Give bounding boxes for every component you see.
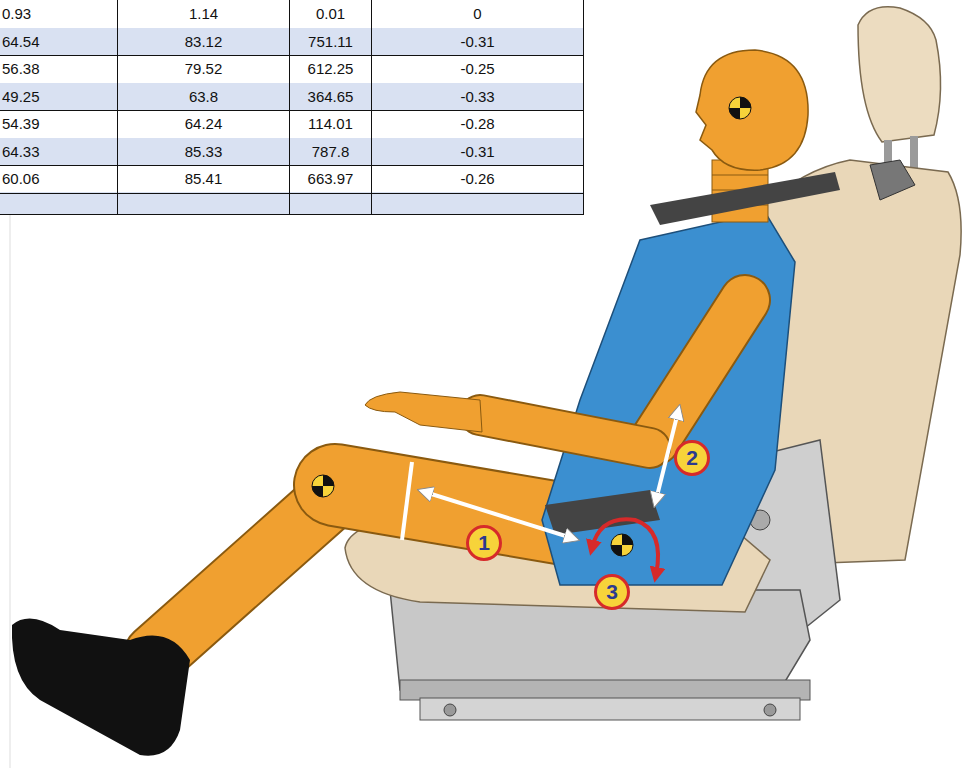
table-cell: 60.06 bbox=[0, 165, 118, 194]
table-value: -0.25 bbox=[460, 60, 494, 77]
table-cell bbox=[118, 192, 290, 215]
leg-outline bbox=[155, 495, 335, 655]
torso bbox=[542, 212, 795, 585]
table-value: 85.33 bbox=[185, 143, 223, 160]
table-value: 751.11 bbox=[308, 33, 353, 50]
table-value: -0.31 bbox=[460, 33, 494, 50]
forearm bbox=[480, 415, 650, 448]
measure-arrow bbox=[425, 492, 572, 538]
table-cell: -0.25 bbox=[372, 55, 584, 84]
table-cell: 364.65 bbox=[290, 83, 372, 112]
callout-number: 2 bbox=[673, 439, 711, 477]
table-value: 85.41 bbox=[185, 170, 223, 187]
table-value: 63.8 bbox=[189, 88, 218, 105]
arm-outline bbox=[655, 300, 745, 440]
table-value: 364.65 bbox=[308, 88, 354, 105]
table-cell: -0.31 bbox=[372, 138, 584, 167]
target-symbol bbox=[312, 475, 334, 497]
table-cell: 64.33 bbox=[0, 138, 118, 167]
table-cell: 79.52 bbox=[118, 55, 290, 84]
upper-arm bbox=[655, 300, 745, 440]
table-value: 0.93 bbox=[2, 5, 31, 22]
table-cell: 0.93 bbox=[0, 0, 118, 29]
table-value: 0.01 bbox=[316, 5, 345, 22]
table-value: 1.14 bbox=[189, 5, 218, 22]
table-value: 114.01 bbox=[308, 115, 353, 132]
table-value: 64.24 bbox=[185, 115, 223, 132]
table-cell: 64.54 bbox=[0, 28, 118, 57]
table-value: -0.28 bbox=[460, 115, 494, 132]
table-value: 83.12 bbox=[185, 33, 223, 50]
table-value: 612.25 bbox=[308, 60, 354, 77]
table-cell: 85.41 bbox=[118, 165, 290, 194]
frame-bolt bbox=[764, 704, 776, 716]
hand bbox=[365, 392, 482, 432]
seat-rail bbox=[420, 698, 800, 720]
table-value: -0.26 bbox=[460, 170, 494, 187]
table-value: 49.25 bbox=[2, 88, 40, 105]
table-cell: 49.25 bbox=[0, 83, 118, 112]
callout-number: 1 bbox=[465, 524, 503, 562]
neck-rib bbox=[712, 175, 768, 176]
target-symbol bbox=[611, 534, 633, 556]
table-cell: 612.25 bbox=[290, 55, 372, 84]
table-cell: 1.14 bbox=[118, 0, 290, 29]
sheet-edge bbox=[10, 215, 11, 768]
shoe bbox=[12, 619, 190, 756]
rotation-arrow bbox=[592, 519, 658, 575]
callout-circle: 3 bbox=[593, 573, 631, 611]
table-cell: -0.26 bbox=[372, 165, 584, 194]
table-cell bbox=[290, 192, 372, 215]
table-cell bbox=[372, 192, 584, 215]
table-value: 64.33 bbox=[2, 143, 40, 160]
table-cell: 83.12 bbox=[118, 28, 290, 57]
target-symbol bbox=[729, 97, 751, 119]
head bbox=[696, 50, 808, 170]
knee-band bbox=[402, 462, 412, 540]
table-cell: 54.39 bbox=[0, 110, 118, 139]
table-value: -0.33 bbox=[460, 88, 494, 105]
table-cell: 114.01 bbox=[290, 110, 372, 139]
callout-circle: 1 bbox=[465, 524, 503, 562]
table-cell: 663.97 bbox=[290, 165, 372, 194]
table-cell: 787.8 bbox=[290, 138, 372, 167]
headrest-post bbox=[910, 136, 918, 170]
table-cell: -0.28 bbox=[372, 110, 584, 139]
table-value: 663.97 bbox=[308, 170, 354, 187]
callout-number: 3 bbox=[593, 573, 631, 611]
table-cell: -0.31 bbox=[372, 28, 584, 57]
arm-outline bbox=[480, 415, 650, 448]
table-cell: 751.11 bbox=[290, 28, 372, 57]
table-cell bbox=[0, 192, 118, 215]
table-value: 54.39 bbox=[2, 115, 40, 132]
table-value: 787.8 bbox=[312, 143, 350, 160]
shoulder-belt bbox=[650, 172, 840, 225]
table-cell: 63.8 bbox=[118, 83, 290, 112]
table-cell: 85.33 bbox=[118, 138, 290, 167]
table-cell: -0.33 bbox=[372, 83, 584, 112]
headrest bbox=[858, 7, 941, 142]
table-value: 56.38 bbox=[2, 60, 40, 77]
table-cell: 0.01 bbox=[290, 0, 372, 29]
recliner-part bbox=[870, 160, 915, 200]
lower-leg bbox=[155, 495, 335, 655]
table-cell: 56.38 bbox=[0, 55, 118, 84]
table-cell: 0 bbox=[372, 0, 584, 29]
table-cell: 64.24 bbox=[118, 110, 290, 139]
table-value: 0 bbox=[473, 5, 481, 22]
table-value: -0.31 bbox=[460, 143, 494, 160]
callout-circle: 2 bbox=[673, 439, 711, 477]
table-value: 79.52 bbox=[185, 60, 223, 77]
seat-rail bbox=[400, 680, 810, 700]
table-value: 64.54 bbox=[2, 33, 40, 50]
frame-bolt bbox=[444, 704, 456, 716]
table-value: 60.06 bbox=[2, 170, 40, 187]
